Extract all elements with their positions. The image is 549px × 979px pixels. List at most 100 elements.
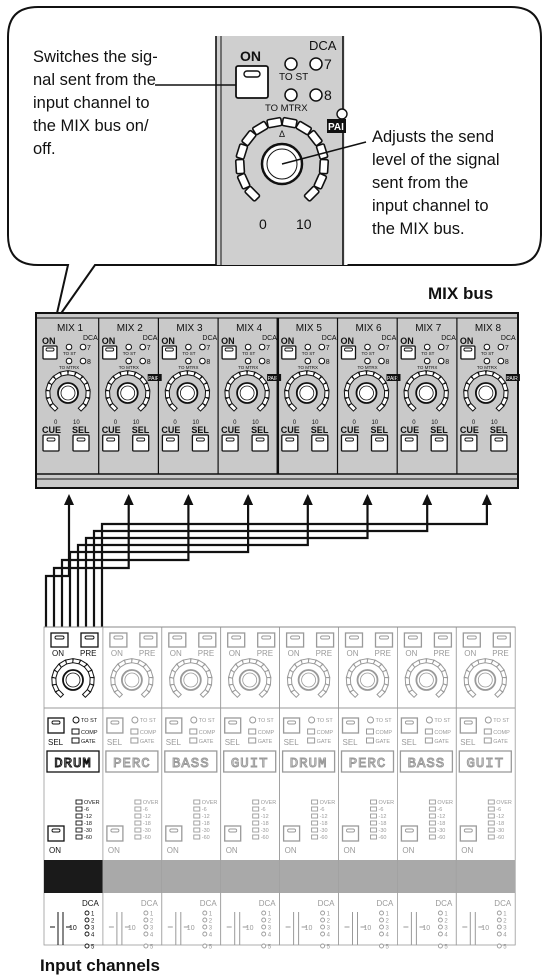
input-gate-label: GATE [81, 739, 96, 745]
mix-scale-max: 10 [252, 420, 259, 426]
input-fader-on-button[interactable] [282, 825, 301, 842]
input-dca-led [320, 931, 326, 937]
input-fader-on-button[interactable] [400, 825, 419, 842]
mix-to-st-led [364, 343, 371, 351]
input-dca-led [496, 910, 502, 916]
input-on-button[interactable] [462, 632, 481, 648]
zoom-ring-led [281, 116, 298, 129]
input-pre-led [261, 635, 272, 640]
input-fader-on-button[interactable] [165, 825, 183, 842]
mix-on-label: ON [400, 336, 414, 346]
mix-cue-button[interactable] [161, 434, 180, 452]
input-fader-on-button[interactable] [106, 825, 124, 842]
mix-cue-button[interactable] [221, 434, 239, 452]
input-pre-button[interactable] [198, 632, 217, 648]
mix-cue-button[interactable] [281, 434, 299, 452]
input-pre-button[interactable] [139, 632, 158, 648]
input-sel-led [287, 720, 297, 725]
input-name-display [105, 750, 159, 773]
zoom-dca8-led [309, 88, 323, 102]
input-channel-name: GUIT [466, 756, 504, 772]
mix-to-st-led [483, 343, 491, 351]
input-pre-label: PRE [492, 649, 508, 658]
callout-left-line: input channel to [33, 94, 150, 112]
mix-cue-led [464, 437, 474, 442]
input-dca-led [379, 943, 384, 949]
input-pre-button[interactable] [315, 632, 335, 648]
input-meter-label: -12 [379, 814, 387, 820]
input-sel-button[interactable] [106, 717, 124, 734]
input-fader-on-button[interactable] [224, 825, 242, 842]
input-band [397, 860, 457, 893]
mix-sel-button[interactable] [370, 434, 389, 452]
input-on-button[interactable] [50, 632, 69, 648]
mix-sel-label: SEL [191, 425, 209, 435]
mix-to-st-label: TO ST [362, 351, 375, 356]
input-on-label: ON [229, 649, 241, 658]
input-dca-led [143, 910, 149, 916]
input-meter-label: -18 [379, 821, 387, 827]
input-fader-on-button[interactable] [341, 825, 360, 842]
zoom-to-mtrx-led [284, 88, 298, 102]
mix-cue-button[interactable] [340, 434, 359, 452]
mix-to-st-led [185, 343, 192, 351]
input-on-button[interactable] [227, 632, 246, 648]
mix-sel-button[interactable] [191, 434, 210, 452]
input-dca-number: 2 [503, 919, 507, 925]
mix-send-knob-inner [179, 385, 195, 401]
mix-cue-button[interactable] [460, 434, 478, 452]
input-pre-button[interactable] [492, 632, 511, 648]
input-sel-button[interactable] [341, 717, 360, 734]
input-gate-led [248, 737, 257, 744]
mix-sel-button[interactable] [311, 434, 329, 452]
input-on-button[interactable] [403, 632, 423, 648]
input-pre-button[interactable] [374, 632, 394, 648]
input-meter-led [75, 834, 83, 840]
input-dca-led [143, 924, 149, 930]
input-meter-label: -60 [261, 835, 269, 841]
input-meter-label: -6 [379, 807, 384, 813]
mix-sel-button[interactable] [490, 434, 508, 452]
input-fader-on-button[interactable] [459, 825, 477, 842]
mix-sel-button[interactable] [430, 434, 448, 452]
input-sel-button[interactable] [165, 717, 183, 734]
routing-arrowhead [243, 494, 254, 505]
routing-line [68, 504, 250, 628]
input-on-button[interactable] [168, 632, 187, 648]
input-on-button[interactable] [109, 632, 128, 648]
input-meter-label: -60 [437, 835, 445, 841]
input-pre-button[interactable] [80, 632, 99, 648]
input-fader-on-button[interactable] [47, 825, 65, 842]
input-name-display [458, 750, 512, 773]
mix-on-led [403, 347, 413, 352]
mix-cue-button[interactable] [42, 434, 60, 452]
mix-dca8-led [318, 357, 326, 365]
input-to-st-label: TO ST [258, 718, 275, 724]
input-on-button[interactable] [344, 632, 364, 648]
input-sel-button[interactable] [224, 717, 242, 734]
mix-sel-button[interactable] [72, 434, 90, 452]
input-sel-button[interactable] [400, 717, 419, 734]
input-pre-button[interactable] [257, 632, 276, 648]
input-fader-on-label: ON [285, 846, 297, 855]
input-dca-led [261, 931, 267, 937]
mix-cue-button[interactable] [102, 434, 120, 452]
input-to-st-led [72, 716, 80, 724]
mix-cue-led [345, 437, 354, 442]
mix-cue-button[interactable] [400, 434, 418, 452]
mix-strip-label: MIX 7 [415, 323, 442, 334]
mix-sel-button[interactable] [132, 434, 150, 452]
input-meter-led [428, 813, 436, 819]
input-sel-button[interactable] [459, 717, 477, 734]
input-sel-led [51, 720, 61, 725]
input-meter-led [311, 806, 319, 812]
mix-on-label: ON [281, 336, 295, 346]
input-sel-button[interactable] [47, 717, 65, 734]
input-sel-button[interactable] [282, 717, 301, 734]
input-on-button[interactable] [285, 632, 305, 648]
mix-sel-button[interactable] [251, 434, 269, 452]
input-pre-button[interactable] [433, 632, 453, 648]
mix-dca-label: DCA [202, 335, 217, 342]
input-meter-label: -18 [320, 821, 328, 827]
